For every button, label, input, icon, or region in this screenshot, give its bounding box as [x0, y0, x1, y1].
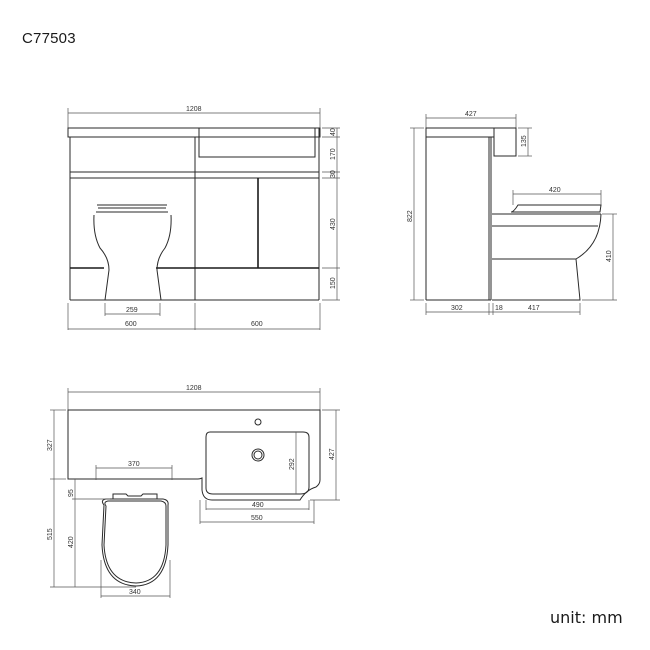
plan-basin-outer-width: 550 — [251, 515, 263, 522]
left-width-label: 600 — [125, 321, 137, 328]
front-view: 1208 40 170 30 430 150 — [67, 106, 340, 330]
plan-seat-top-width: 370 — [128, 461, 140, 468]
plan-seat-offset: 95 — [68, 489, 75, 497]
plan-seat-length: 420 — [68, 536, 75, 548]
front-h-plinth: 150 — [330, 277, 337, 289]
plan-left-depth: 327 — [47, 439, 54, 451]
side-basin-lip: 135 — [521, 135, 528, 147]
plan-basin-inner-width: 490 — [252, 502, 264, 509]
plan-width-label: 1208 — [186, 385, 202, 392]
product-code: C77503 — [22, 30, 76, 47]
plan-right-depth: 427 — [329, 448, 336, 460]
front-width-label: 1208 — [186, 106, 202, 113]
side-cabinet-depth: 302 — [451, 305, 463, 312]
side-total-height: 822 — [407, 210, 414, 222]
side-pan-height: 410 — [606, 250, 613, 262]
plan-basin-depth: 292 — [289, 458, 296, 470]
right-width-label: 600 — [251, 321, 263, 328]
side-pan-projection: 417 — [528, 305, 540, 312]
side-gap: 18 — [495, 305, 503, 312]
plan-total-projection: 515 — [47, 528, 54, 540]
plan-view: 1208 292 427 327 370 515 — [47, 385, 340, 598]
front-h-basin: 170 — [330, 148, 337, 160]
pan-base-label: 259 — [126, 307, 138, 314]
front-h-doors: 430 — [330, 218, 337, 230]
side-depth-label: 427 — [465, 111, 477, 118]
front-h-top: 40 — [330, 128, 337, 136]
front-h-rail: 30 — [330, 170, 337, 178]
side-view: 427 135 822 420 410 — [407, 111, 617, 315]
side-seat-length: 420 — [549, 187, 561, 194]
plan-seat-width: 340 — [129, 589, 141, 596]
unit-label: unit: mm — [550, 608, 623, 627]
